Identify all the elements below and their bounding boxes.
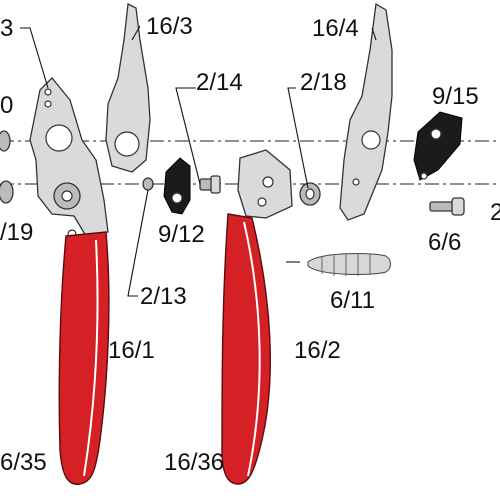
label-left-top: 3 [0,15,13,42]
leader-2-18 [287,87,309,189]
screw-2-14-head [210,175,221,194]
nut-2-18-center [305,188,315,200]
left-handle-highlight [83,239,99,477]
label-9-15: 9/15 [432,83,479,110]
screw-2-14 [199,175,221,194]
label-16-35: 6/35 [0,449,47,476]
catch-9-12 [163,157,191,215]
left-pivot-nut-center [61,190,73,202]
leader-2-13 [127,189,149,297]
left-blade-rivet-top [44,88,52,96]
right-handle-assembly [221,149,293,485]
label-16-1: 16/1 [108,337,155,364]
label-right-edge: 2 [490,199,500,226]
left-blade-rivet-mid [44,100,52,108]
label-16-4: 16/4 [312,15,359,42]
left-handle-grip [58,231,110,485]
catch-9-12-hole [171,192,183,204]
leader-2-14 [175,87,201,185]
left-handle-assembly [29,77,110,485]
spring-6-11 [307,253,391,276]
cutting-blade-hole-small [352,178,360,186]
wire-cutter-hole-lower [420,172,428,180]
screw-6-6-head [451,197,465,216]
leader-16-4 [371,27,377,41]
cutting-blade-16-4 [339,2,393,221]
right-handle-head-hole-1 [262,176,274,188]
label-16-36: 16/36 [164,449,224,476]
left-blade-metal [29,77,109,237]
right-handle-highlight [243,221,261,477]
leader-16-3 [131,25,141,41]
leader-left-top [20,27,49,89]
right-handle-grip [221,213,271,485]
wire-cutter-hole-upper [430,128,442,140]
label-9-12: 9/12 [158,221,205,248]
label-2-14: 2/14 [196,69,243,96]
label-19: /19 [0,219,33,246]
screw-6-6 [429,197,465,216]
wire-cutter-plate-9-15 [413,111,463,181]
counter-blade-hole [114,131,140,157]
left-blade-pivot-hole [45,124,73,152]
right-handle-head-hole-2 [257,197,267,207]
washer-left-lower [0,180,14,204]
label-16-2: 16/2 [294,337,341,364]
washer-2-13 [142,177,154,191]
spring-6-11-coils [321,253,371,276]
washer-left-upper [0,130,11,152]
spring-6-11-body [307,253,391,275]
label-2-18: 2/18 [300,69,347,96]
label-6-6: 6/6 [428,229,461,256]
label-2-13: 2/13 [140,283,187,310]
cutting-blade-pivot-hole [361,130,381,150]
label-16-3: 16/3 [146,13,193,40]
label-left-zero: 0 [0,92,13,119]
label-6-11: 6/11 [330,287,375,314]
counter-blade-16-3 [105,3,151,173]
